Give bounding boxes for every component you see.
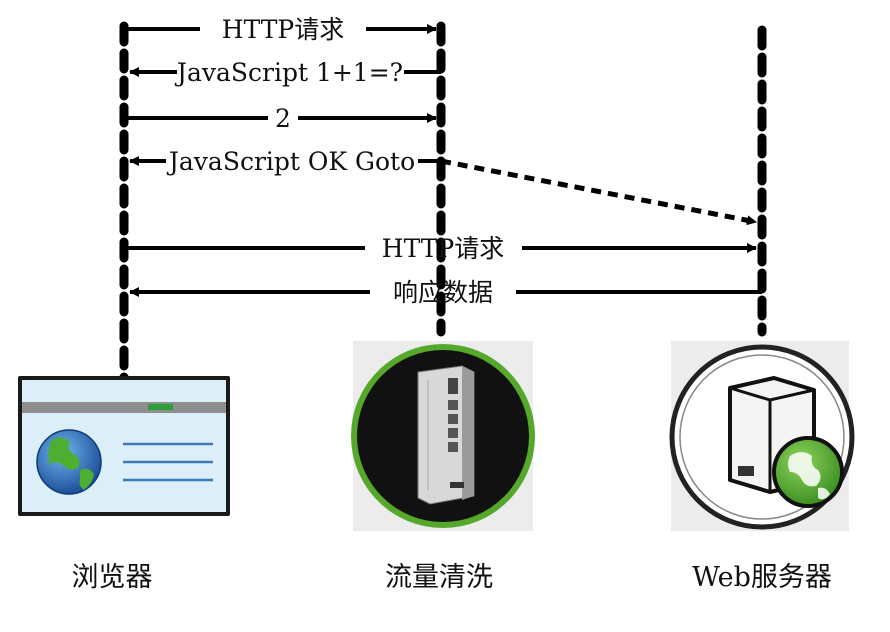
message-label-1: HTTP请求: [222, 15, 344, 44]
network-appliance-icon: [351, 341, 535, 531]
redirect-dashed-arrow: [440, 158, 757, 226]
message-label-4: JavaScript OK Goto: [166, 147, 415, 176]
participant-label-scrubber: 流量清洗: [385, 562, 493, 593]
participant-label-browser: 浏览器: [71, 562, 153, 593]
browser-window-globe-icon: [18, 376, 230, 516]
message-label-6: 响应数据: [393, 278, 493, 307]
web-server-globe-icon: [669, 341, 855, 531]
message-label-2: JavaScript 1+1=?: [174, 58, 403, 87]
participant-label-webserver: Web服务器: [692, 562, 832, 593]
message-label-3: 2: [275, 104, 291, 133]
message-label-5: HTTP请求: [382, 234, 504, 263]
